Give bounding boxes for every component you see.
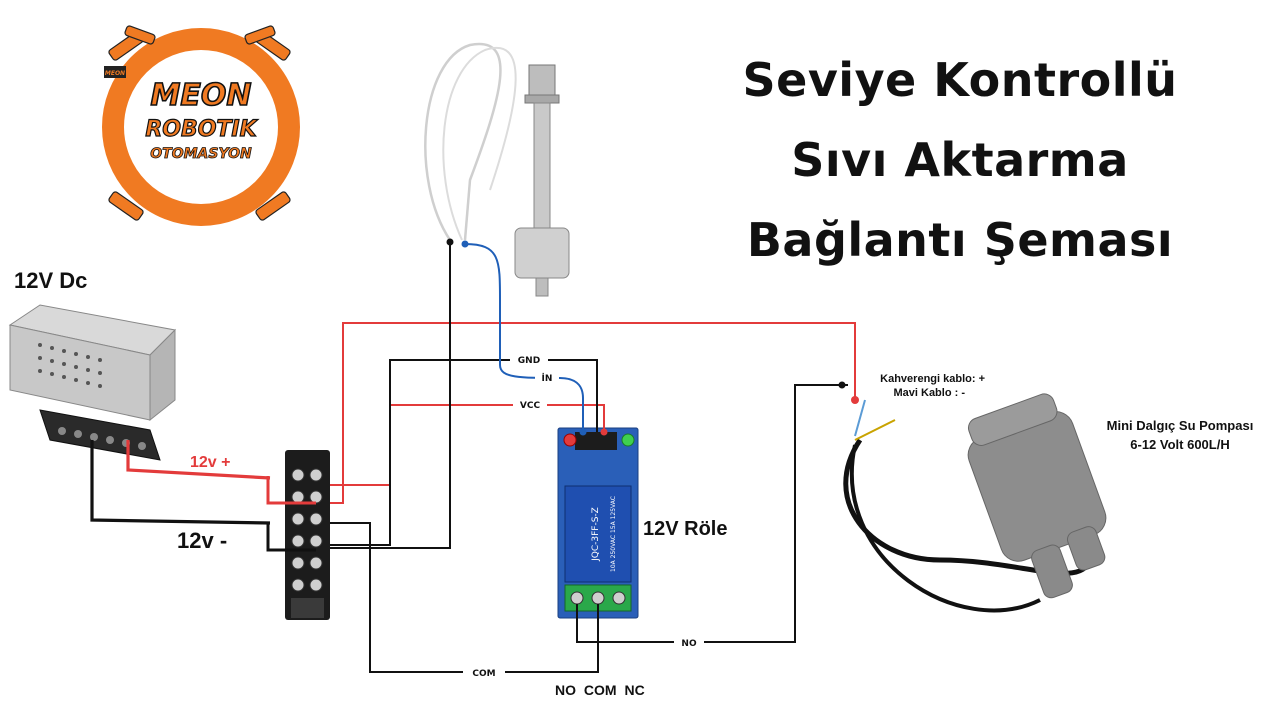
pin-label-vcc: VCC bbox=[520, 401, 541, 411]
water-pump bbox=[843, 393, 1107, 613]
wire-label-no: NO bbox=[681, 639, 697, 649]
pin-label-in: İN bbox=[542, 373, 553, 384]
pump-title-line-2: 6-12 Volt 600L/H bbox=[1130, 437, 1230, 452]
wire-terminal-plus-bridge bbox=[266, 476, 316, 505]
relay-output-labels: NO COM NC bbox=[555, 682, 645, 698]
logo-text-1: MEON bbox=[151, 78, 252, 113]
pump-title: Mini Dalgıç Su Pompası 6-12 Volt 600L/H bbox=[1090, 416, 1270, 454]
wire-float-blue bbox=[464, 243, 584, 432]
logo-badge bbox=[104, 66, 126, 78]
relay-module: JQC-3FF-S-Z 10A 250VAC 15A 125VAC bbox=[557, 427, 639, 619]
relay-label: 12V Röle bbox=[643, 518, 728, 540]
pump-wire-note: Kahverengi kablo: + Mavi Kablo : - bbox=[855, 372, 985, 400]
relay-body-text: JQC-3FF-S-Z bbox=[591, 507, 601, 562]
logo-text-3: OTOMASYON bbox=[150, 146, 252, 162]
output-label-nc: NC bbox=[624, 682, 645, 698]
wire-label-com: COM bbox=[472, 669, 495, 679]
wire-red-pump bbox=[330, 322, 856, 504]
terminal-block bbox=[285, 450, 330, 620]
status-led-red-icon bbox=[563, 433, 577, 447]
pump-note-line-2: Mavi Kablo : - bbox=[893, 387, 965, 399]
float-switch bbox=[424, 42, 570, 297]
wire-psu-minus bbox=[90, 440, 271, 525]
pin-label-gnd: GND bbox=[518, 356, 540, 366]
wire-com bbox=[330, 522, 599, 673]
wire-psu-plus bbox=[126, 440, 271, 480]
robot-arm-icon bbox=[108, 25, 291, 221]
title-line-2: Sıvı Aktarma bbox=[791, 133, 1129, 187]
logo: MEON MEON ROBOTIK OTOMASYON bbox=[102, 25, 300, 226]
psu-label: 12V Dc bbox=[14, 268, 88, 293]
title-line-3: Bağlantı Şeması bbox=[746, 213, 1174, 267]
diagram-title: Seviye Kontrollü Sıvı Aktarma Bağlantı Ş… bbox=[700, 40, 1220, 280]
output-label-no: NO bbox=[555, 682, 576, 698]
relay-body bbox=[564, 485, 632, 583]
title-line-1: Seviye Kontrollü bbox=[742, 53, 1178, 107]
pump-title-line-1: Mini Dalgıç Su Pompası bbox=[1106, 418, 1254, 433]
relay-spec-text: 10A 250VAC 15A 125VAC bbox=[610, 496, 617, 572]
terminal-minus-label: 12v - bbox=[177, 528, 228, 553]
logo-text-2: ROBOTIK bbox=[145, 117, 258, 142]
logo-ring bbox=[102, 28, 300, 226]
logo-badge-text: MEON bbox=[105, 70, 125, 77]
status-led-green-icon bbox=[621, 433, 635, 447]
wire-black-gnd bbox=[330, 359, 598, 546]
output-label-com: COM bbox=[583, 682, 617, 698]
logo-inner bbox=[126, 52, 276, 202]
power-supply bbox=[8, 304, 177, 461]
wire-no bbox=[576, 384, 848, 643]
wire-terminal-minus-bridge bbox=[266, 523, 316, 552]
terminal-plus-label: 12v + bbox=[190, 454, 231, 471]
pump-note-line-1: Kahverengi kablo: + bbox=[880, 373, 985, 385]
